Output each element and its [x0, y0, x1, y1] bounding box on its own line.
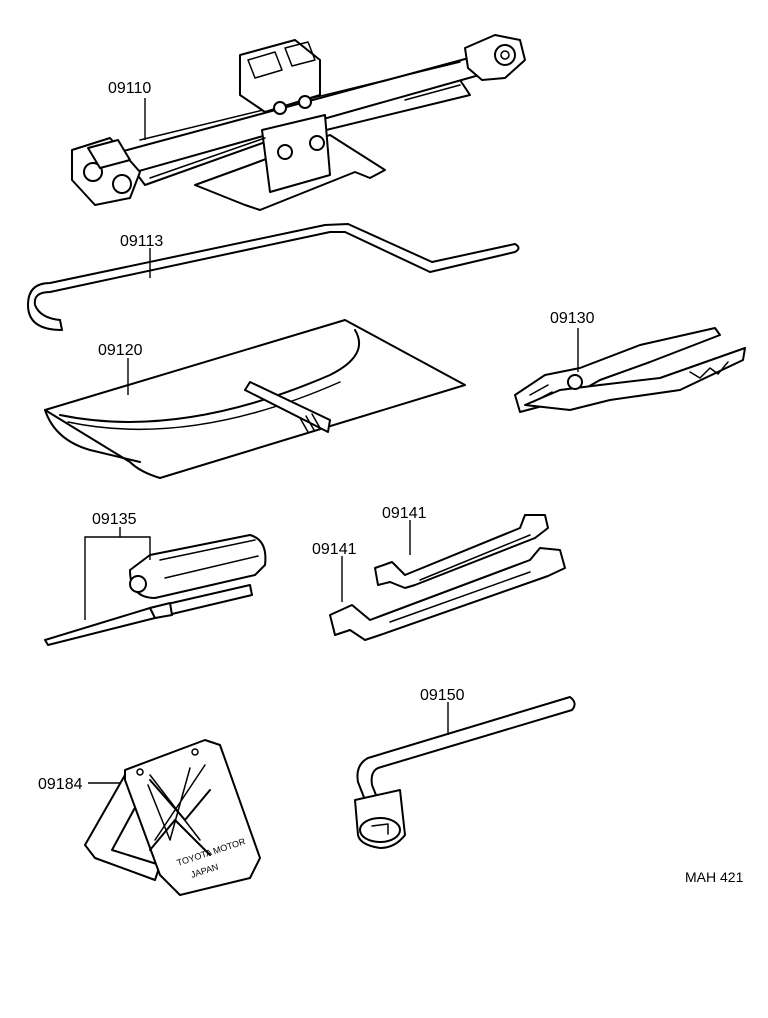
screwdriver-illustration [44, 534, 267, 646]
part-label-09130: 09130 [550, 310, 595, 327]
warning-triangle-illustration: TOYOTA MOTOR JAPAN [84, 739, 261, 896]
part-label-09184: 09184 [38, 776, 83, 793]
part-label-09141-lower: 09141 [312, 541, 357, 558]
tool-bag-illustration [44, 319, 466, 479]
wrench-upper-illustration [374, 514, 549, 589]
scissor-jack-illustration [71, 34, 526, 211]
part-label-09150: 09150 [420, 687, 465, 704]
reference-code: MAH 421 [685, 869, 744, 885]
jack-handle-illustration [27, 223, 520, 331]
wheel-nut-wrench-illustration [354, 696, 576, 849]
leader-09135 [84, 527, 151, 620]
part-label-09113: 09113 [120, 233, 163, 250]
part-label-09141-upper: 09141 [382, 505, 427, 522]
part-label-09135: 09135 [92, 511, 137, 528]
part-label-09110: 09110 [108, 80, 151, 97]
pliers-illustration [514, 327, 746, 413]
wrench-lower-illustration [329, 547, 566, 641]
part-label-09120: 09120 [98, 342, 143, 359]
